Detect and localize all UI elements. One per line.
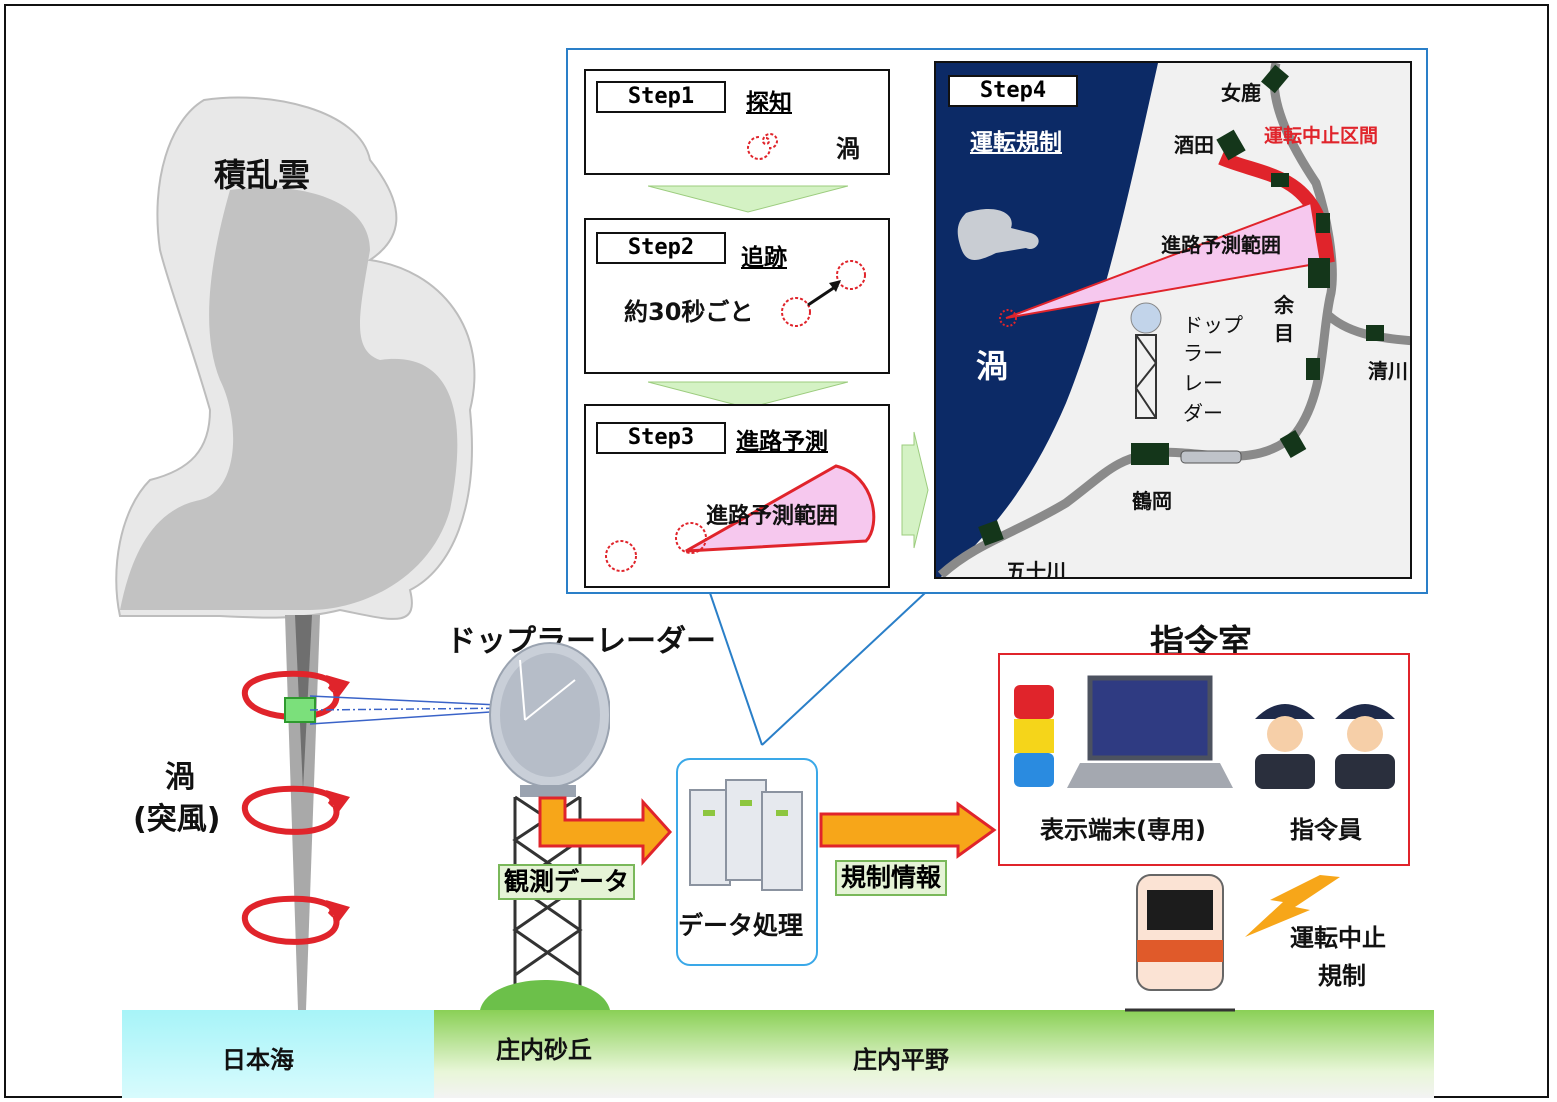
dune-label: 庄内砂丘 — [496, 1036, 592, 1064]
step4-name: 運転規制 — [970, 130, 1062, 156]
server-icon — [689, 779, 803, 891]
observation-arrow — [538, 796, 673, 866]
plain-strip — [434, 1010, 1434, 1098]
step3-tag: Step3 — [596, 422, 726, 454]
map-radar-label-2: ラー — [1183, 341, 1223, 365]
lightning-icon — [1245, 875, 1340, 937]
map-radar-label-1: ドップ — [1183, 313, 1243, 337]
step3-note: 進路予測範囲 — [706, 504, 839, 529]
vortex-rings — [242, 670, 350, 945]
step1-name: 探知 — [746, 90, 792, 116]
map-forecast-label: 進路予測範囲 — [1161, 233, 1281, 257]
vortex-label-1: 渦 — [165, 760, 195, 795]
observation-data-label: 観測データ — [498, 864, 636, 900]
radar-beam — [309, 695, 521, 725]
step2-box: Step2 追跡 約30秒ごと — [584, 218, 890, 374]
cloud-label: 積乱雲 — [214, 156, 311, 194]
cumulonimbus-cloud — [115, 96, 476, 1010]
sea-strip — [122, 1010, 434, 1098]
station-amarume-2: 目 — [1274, 321, 1294, 345]
tracking-arrow-icon — [781, 260, 866, 327]
laptop-icon — [1067, 675, 1233, 788]
forecast-cone-icon — [605, 464, 876, 572]
step4-tag: Step4 — [948, 75, 1078, 107]
step3-name: 進路予測 — [736, 429, 828, 455]
station-kiyokawa: 清川 — [1368, 359, 1408, 383]
step-arrow-1 — [648, 185, 848, 213]
vortex-spiral-icon — [747, 133, 778, 160]
suspension-label-1: 運転中止 — [1290, 924, 1386, 952]
dispatcher-label: 指令員 — [1290, 816, 1362, 844]
station-amarume-1: 余 — [1274, 293, 1294, 317]
plain-label: 庄内平野 — [853, 1046, 949, 1074]
terminal-label: 表示端末(専用) — [1040, 816, 1206, 844]
step2-name: 追跡 — [741, 245, 787, 271]
step-arrow-2 — [648, 381, 848, 409]
step1-box: Step1 探知 渦 — [584, 69, 890, 175]
step2-tag: Step2 — [596, 232, 726, 264]
suspension-label-2: 規制 — [1318, 962, 1366, 990]
station-sakata: 酒田 — [1174, 133, 1214, 157]
step4-map: Step4 運転規制 渦 進路予測範囲 ドップ ラー レー ダー 運転中止区間 … — [934, 61, 1412, 579]
map-radar-label-4: ダー — [1183, 401, 1223, 425]
station-tsuruoka: 鶴岡 — [1132, 489, 1172, 513]
map-radar-label-3: レー — [1183, 371, 1223, 395]
train-icon — [1125, 874, 1235, 1012]
step-arrow-3 — [901, 431, 929, 549]
sea-label: 日本海 — [222, 1046, 294, 1074]
station-onnagawa: 女鹿 — [1221, 81, 1261, 105]
map-vortex-label: 渦 — [976, 347, 1009, 385]
data-processing-label: データ処理 — [678, 911, 804, 940]
regulation-arrow — [819, 801, 997, 859]
dispatcher-icon — [1255, 704, 1395, 789]
suspended-section-label: 運転中止区間 — [1264, 125, 1379, 147]
data-processing-box: データ処理 — [676, 758, 818, 966]
control-room-box: 表示端末(専用) 指令員 — [998, 653, 1410, 866]
regulation-info-label: 規制情報 — [835, 860, 948, 896]
station-isogawa: 五十川 — [1006, 559, 1066, 579]
step1-note: 渦 — [836, 135, 860, 163]
step3-box: Step3 進路予測 進路予測範囲 — [584, 404, 890, 588]
vortex-label-2: (突風) — [133, 802, 221, 837]
callout-lines — [709, 592, 926, 746]
signal-lamp-icon — [1014, 685, 1054, 787]
step2-note: 約30秒ごと — [624, 298, 754, 326]
step1-tag: Step1 — [596, 81, 726, 113]
map-canvas — [936, 63, 1410, 577]
